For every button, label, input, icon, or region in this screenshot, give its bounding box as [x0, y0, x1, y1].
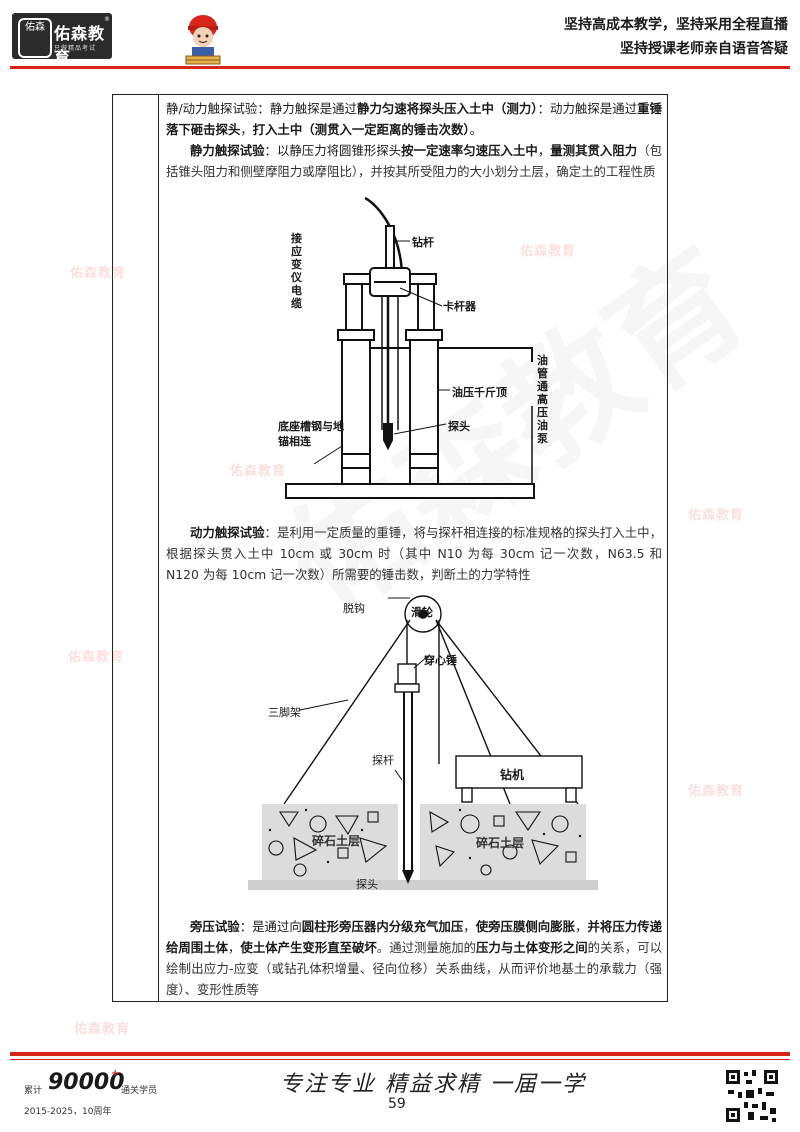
- paragraph-pressuremeter: 旁压试验：是通过向圆柱形旁压器内分级充气加压，使旁压膜侧向膨胀，并将压力传递给周…: [166, 916, 662, 1000]
- label-hydraulic-jack: 油压千斤顶: [452, 386, 507, 399]
- label-rod-clamp: 卡杆器: [443, 300, 476, 313]
- label-drill-rig: 钻机: [500, 768, 525, 782]
- text-run: ，: [537, 143, 551, 158]
- logo-seal-icon: 佑森: [18, 18, 52, 58]
- text-run-bold: 并将压力传递给周围土体: [166, 919, 662, 955]
- paragraph-dynamic-cpt: 动力触探试验：是利用一定质量的重锤，将与探杆相连接的标准规格的探头打入土中，根据…: [166, 522, 662, 585]
- header-divider: [10, 66, 790, 69]
- label-probe: 探头: [448, 420, 470, 433]
- text-run-bold: 按一定速率匀速压入土中: [401, 143, 538, 158]
- cumulative-label: 累计: [24, 1086, 43, 1096]
- cumulative-plus: +: [111, 1068, 120, 1079]
- label-probe-tip: 探头: [356, 878, 378, 891]
- text-run: ，: [463, 919, 476, 934]
- registered-mark-icon: ®: [104, 16, 110, 23]
- content-cell: 静/动力触探试验：静力触探是通过静力匀速将探头压入土中（测力）：动力触探是通过重…: [166, 98, 662, 182]
- text-run-bold: 打入土中（测贯入一定距离的锤击次数）: [252, 122, 470, 137]
- text-run-bold: 重锤落下砸击探头: [166, 101, 663, 137]
- logo-name: 佑森教育: [54, 24, 106, 67]
- label-pulley: 滑轮: [411, 606, 433, 619]
- text-run-bold: 使旁压膜侧向膨胀: [475, 919, 576, 934]
- paragraph-intro: 静/动力触探试验：静力触探是通过静力匀速将探头压入土中（测力）：动力触探是通过重…: [166, 98, 662, 140]
- label-cable: 接应变仪电缆: [291, 232, 302, 310]
- text-run: ，: [575, 919, 588, 934]
- text-run-bold: 量测其贯入阻力: [550, 143, 638, 158]
- text-run-bold: 压力与土体变形之间: [476, 940, 588, 955]
- dynamic-cpt-label: 动力触探试验: [190, 525, 265, 540]
- label-soil-left: 碎石土层: [312, 834, 361, 848]
- footer-divider-thin: [10, 1059, 790, 1060]
- static-cpt-label: 静力触探试验: [190, 143, 265, 158]
- text-run: 。通过测量施加的: [376, 940, 477, 955]
- text-run: ：动力触探是通过: [537, 101, 638, 116]
- watermark: 佑森教育: [70, 266, 127, 281]
- page-number: 59: [388, 1096, 406, 1112]
- page-header: 佑森 佑森教育 ® 只做精品考试 坚持高成本教学，坚持采用全程直播 坚持授课老师…: [0, 0, 800, 70]
- watermark: 佑森教育: [688, 784, 745, 799]
- footer-motto: 专注专业 精益求精 一届一学: [280, 1072, 586, 1097]
- text-run: ：是通过向: [239, 919, 302, 934]
- logo-subtitle: 只做精品考试: [54, 45, 97, 52]
- text-run-bold: 静力匀速将探头压入土中（测力）: [357, 101, 538, 116]
- text-run: 静力触探是通过: [269, 101, 357, 116]
- text-run-bold: 使土体产生变形直至破坏: [240, 940, 377, 955]
- label-drill-rod: 钻杆: [412, 236, 434, 249]
- watermark: 佑森教育: [68, 650, 125, 665]
- text-run: 。: [469, 122, 482, 137]
- text-run: ：是利用一定质量的重锤，将与探杆相连接的标准规格的探头打入土中，根据探头贯入土中…: [166, 525, 662, 582]
- paragraph-text: 旁压试验：是通过向圆柱形旁压器内分级充气加压，使旁压膜侧向膨胀，并将压力传递给周…: [166, 916, 662, 1000]
- watermark: 佑森教育: [74, 1022, 131, 1037]
- label-hammer: 穿心锤: [424, 654, 457, 667]
- mascot-icon: [185, 15, 221, 65]
- label-hook: 脱钩: [343, 602, 365, 615]
- brand-logo: 佑森 佑森教育 ® 只做精品考试: [12, 13, 112, 67]
- qr-code-icon: [724, 1068, 780, 1124]
- soil-layer: [248, 804, 598, 890]
- cumulative-suffix: 通关学员: [121, 1086, 158, 1096]
- label-tripod: 三脚架: [268, 706, 301, 719]
- text-run: 的关系，可以绘制出应力-应变（或钻孔体积增量、径向位移）关系曲线，从而评价地基土…: [166, 940, 663, 997]
- cumulative-number: 90000: [48, 1070, 125, 1095]
- text-run-bold: 圆柱形旁压器内分级充气加压: [301, 919, 464, 934]
- text-run: （包括锥头阻力和侧壁摩阻力或摩阻比），并按其所受阻力的大小划分土层，确定土的工程…: [166, 143, 662, 179]
- text-run: ，: [240, 122, 253, 137]
- pressuremeter-label: 旁压试验: [190, 919, 240, 934]
- paragraph-static-cpt: 静力触探试验：以静压力将圆锥形探头按一定速率匀速压入土中，量测其贯入阻力（包括锥…: [166, 140, 662, 182]
- footer-divider: [10, 1052, 790, 1056]
- static-cpt-figure: [285, 196, 535, 499]
- anniversary-text: 2015-2025，10周年: [24, 1107, 112, 1117]
- watermark: 佑森教育: [230, 464, 287, 479]
- slogan-line-2: 坚持授课老师亲自语音答疑: [620, 41, 788, 57]
- content-table: [112, 94, 668, 1002]
- paragraph-text: 动力触探试验：是利用一定质量的重锤，将与探杆相连接的标准规格的探头打入土中，根据…: [166, 522, 662, 585]
- intro-label: 静/动力触探试验：: [166, 101, 270, 116]
- text-run: ，: [228, 940, 241, 955]
- label-probe-rod: 探杆: [372, 754, 394, 767]
- slogan-line-1: 坚持高成本教学，坚持采用全程直播: [564, 17, 788, 33]
- watermark: 佑森教育: [688, 508, 745, 523]
- text-run: ：以静压力将圆锥形探头: [264, 143, 402, 158]
- label-oil-pipe: 油管通高压油泵: [537, 354, 548, 445]
- dynamic-cpt-figure: [248, 595, 598, 890]
- watermark: 佑森教育: [520, 244, 577, 259]
- label-soil-right: 碎石土层: [476, 836, 525, 850]
- label-base: 底座槽钢与地锚相连: [278, 420, 344, 448]
- table-column-divider: [158, 94, 159, 1002]
